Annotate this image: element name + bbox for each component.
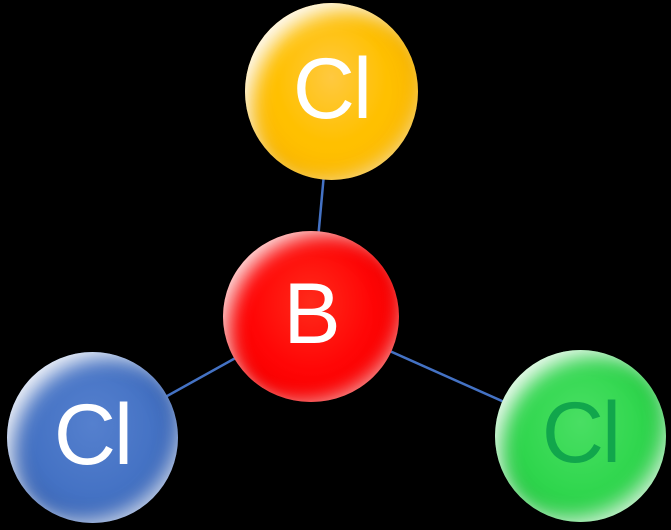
atom-label: B (283, 265, 340, 362)
atom-node-cl-right: Cl (495, 350, 666, 522)
atom-node-cl-left: Cl (7, 352, 178, 523)
atom-label: Cl (541, 385, 621, 481)
atom-node-b-center: B (223, 231, 399, 402)
atom-label: Cl (292, 40, 372, 137)
atom-node-cl-top: Cl (245, 3, 418, 180)
atom-label: Cl (53, 386, 133, 483)
